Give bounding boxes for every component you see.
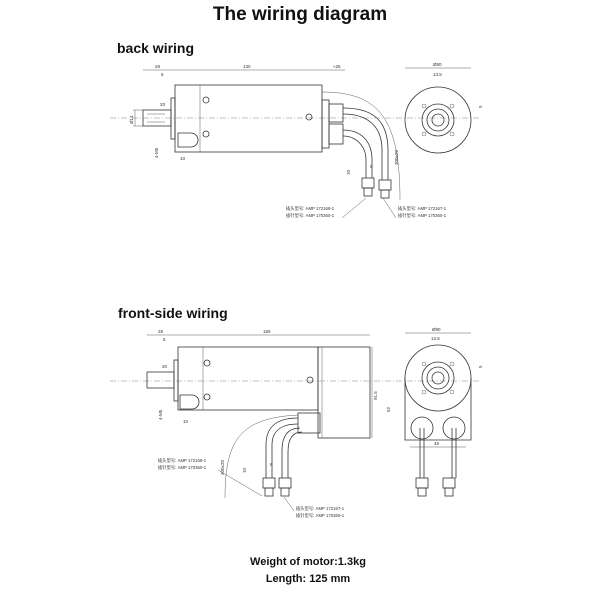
dimension-label: 300±20 — [220, 460, 225, 475]
front-wiring-heading: front-side wiring — [118, 305, 228, 321]
front-motor-end-view: Ø80 13.5 5 52 48 — [386, 327, 483, 497]
plug-b-housing: 插头型号: AMP 172167-1 — [398, 205, 447, 212]
page-title: The wiring diagram — [212, 4, 388, 25]
plug-b-pin: 插针型号: AMP 170360-1 — [398, 212, 447, 219]
motor-weight: Weight of motor:1.3kg — [250, 556, 366, 568]
front-plug-a-pin: 插针型号: AMP 170360-1 — [158, 464, 207, 471]
dimension-label: 5 — [478, 105, 483, 108]
back-motor-side-view: 28 130 ≈25 20 5 Ø14 10 4-M5 300±20 8 10 … — [110, 64, 480, 219]
front-plug-a-housing: 插头型号: AMP 172168-1 — [158, 457, 207, 464]
plug-a-housing: 插头型号: AMP 172168-1 — [286, 205, 335, 212]
dimension-label: 8 — [270, 462, 273, 467]
dimension-label: 130 — [243, 64, 251, 69]
dimension-label: 91.5 — [373, 391, 378, 400]
dimension-label: 10 — [180, 156, 186, 161]
dimension-label: 5 — [161, 72, 164, 77]
dimension-label: 5 — [163, 337, 166, 342]
dimension-label: 28 — [158, 329, 164, 334]
front-motor-side-view: 28 155 5 20 10 4-M5 91.5 300±20 8 10 插头型… — [110, 329, 480, 519]
dimension-label: Ø80 — [433, 62, 442, 67]
dimension-label: Ø80 — [432, 327, 441, 332]
dimension-label: 5 — [478, 365, 483, 368]
dimension-label: 155 — [263, 329, 271, 334]
front-plug-b-pin: 插针型号: AMP 170360-1 — [296, 512, 345, 519]
dimension-label: ≈25 — [333, 64, 341, 69]
dimension-label: 10 — [183, 419, 189, 424]
plug-a-pin: 插针型号: AMP 170360-1 — [286, 212, 335, 219]
dimension-label: 13.5 — [431, 336, 440, 341]
dimension-label: 4-M5 — [154, 147, 159, 158]
dimension-label: 4-M5 — [158, 409, 163, 420]
dimension-label: 300±20 — [394, 150, 399, 165]
dimension-label: 20 — [162, 364, 168, 369]
front-plug-b-housing: 插头型号: AMP 172167-1 — [296, 505, 345, 512]
dimension-label: 52 — [386, 406, 391, 412]
back-wiring-heading: back wiring — [117, 40, 195, 56]
shaft-inner-diameter-label: Ø14 — [129, 115, 134, 124]
dimension-label: 28 — [155, 64, 161, 69]
dimension-label: 20 — [160, 102, 166, 107]
dimension-label: 10 — [346, 169, 351, 175]
dimension-label: 13.5 — [433, 72, 442, 77]
motor-length: Length: 125 mm — [265, 573, 351, 585]
back-motor-end-view: Ø80 13.5 5 — [404, 62, 483, 154]
dimension-label: 48 — [434, 441, 440, 446]
dimension-label: 8 — [370, 164, 373, 169]
dimension-label: 10 — [242, 467, 247, 473]
